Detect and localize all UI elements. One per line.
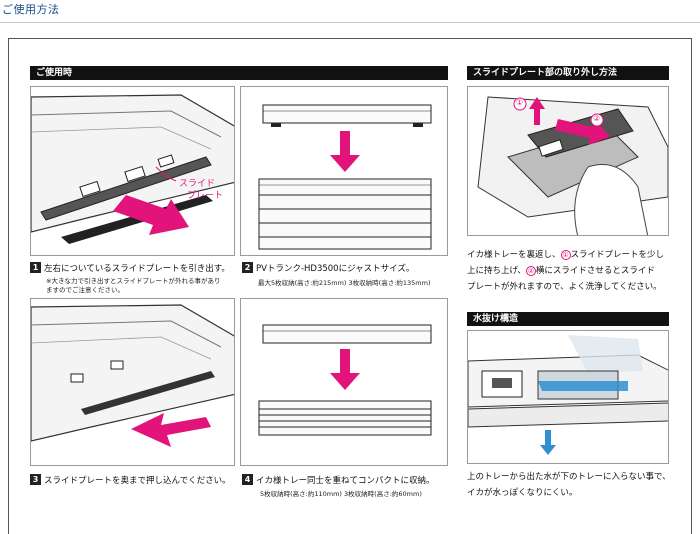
slide-plate-label-line1: スライド <box>179 179 216 189</box>
step2-note: 最大5枚収納(高さ:約215mm) 3枚収納時(高さ:約135mm) <box>258 279 431 287</box>
step1-number: 1 <box>30 262 41 273</box>
page-title: ご使用方法 <box>2 3 60 16</box>
step3-text: スライドプレートを奥まで押し込んでください。 <box>44 476 231 486</box>
removal-section-header: スライドプレート部の取り外し方法 <box>467 66 669 80</box>
content-frame <box>8 38 692 534</box>
slide-plate-label-line2: プレート <box>187 191 224 201</box>
step1-text: 左右についているスライドプレートを引き出す。 <box>44 264 230 274</box>
step1-note-line1: ※大きな力で引き出すとスライドプレートが外れる事があり <box>46 277 221 285</box>
step2-text: PVトランク-HD3500にジャストサイズ。 <box>256 264 415 274</box>
step4-note: 5枚収納時(高さ:約110mm) 3枚収納時(高さ:約60mm) <box>260 490 422 498</box>
step2-number: 2 <box>242 262 253 273</box>
removal-marker-1: ① <box>516 98 524 107</box>
removal-line3: プレートが外れますので、よく洗浄してください。 <box>467 282 662 292</box>
drain-section-header: 水抜け構造 <box>467 312 669 326</box>
step4-text: イカ様トレー同士を重ねてコンパクトに収納。 <box>256 476 435 486</box>
step3-illustration <box>30 298 235 466</box>
removal-marker-2: ② <box>593 114 601 123</box>
step1-note-line2: ますのでご注意ください。 <box>46 286 124 294</box>
removal-illustration: ① ② <box>467 86 669 236</box>
removal-mark-1: ① <box>560 250 571 260</box>
title-divider <box>0 22 700 23</box>
step2-illustration <box>240 86 448 256</box>
step4-number: 4 <box>242 474 253 485</box>
removal-mark-2: ② <box>525 266 536 276</box>
drain-line1: 上のトレーから出た水が下のトレーに入らない事で、 <box>467 472 671 482</box>
step4-illustration <box>240 298 448 466</box>
usage-section-header: ご使用時 <box>30 66 448 80</box>
step3-number: 3 <box>30 474 41 485</box>
step1-illustration: スライド プレート <box>30 86 235 256</box>
drain-line2: イカが水っぽくなりにくい。 <box>467 488 578 498</box>
drain-illustration <box>467 330 669 464</box>
